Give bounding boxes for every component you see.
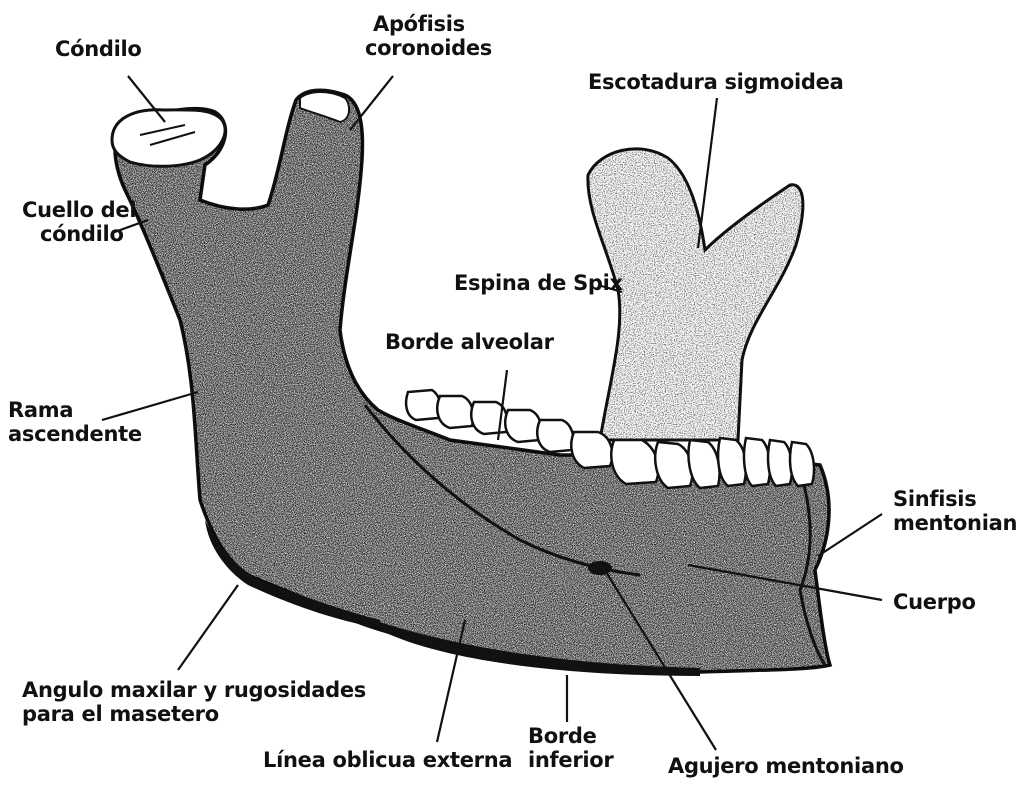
label-sinfisis-mentoniana: Sinfisis mentoniana: [893, 487, 1016, 535]
label-linea-oblicua-externa: Línea oblicua externa: [263, 748, 512, 772]
leader-apofisis: [350, 76, 393, 130]
leader-angulo: [178, 585, 238, 670]
label-espina-de-spix: Espina de Spix: [454, 271, 623, 295]
label-condilo: Cóndilo: [55, 37, 142, 61]
leader-escotadura: [698, 98, 717, 248]
label-escotadura-sigmoidea: Escotadura sigmoidea: [588, 70, 843, 94]
label-cuerpo: Cuerpo: [893, 590, 976, 614]
label-cuello-del-condilo: Cuello del cóndilo: [22, 198, 136, 246]
label-angulo-maxilar: Angulo maxilar y rugosidades para el mas…: [22, 678, 366, 726]
label-apofisis-coronoides: Apófisis coronoides: [365, 12, 492, 60]
label-borde-inferior: Borde inferior: [528, 724, 613, 772]
label-rama-ascendente: Rama ascendente: [8, 398, 142, 446]
label-agujero-mentoniano: Agujero mentoniano: [668, 754, 904, 778]
label-borde-alveolar: Borde alveolar: [385, 330, 554, 354]
